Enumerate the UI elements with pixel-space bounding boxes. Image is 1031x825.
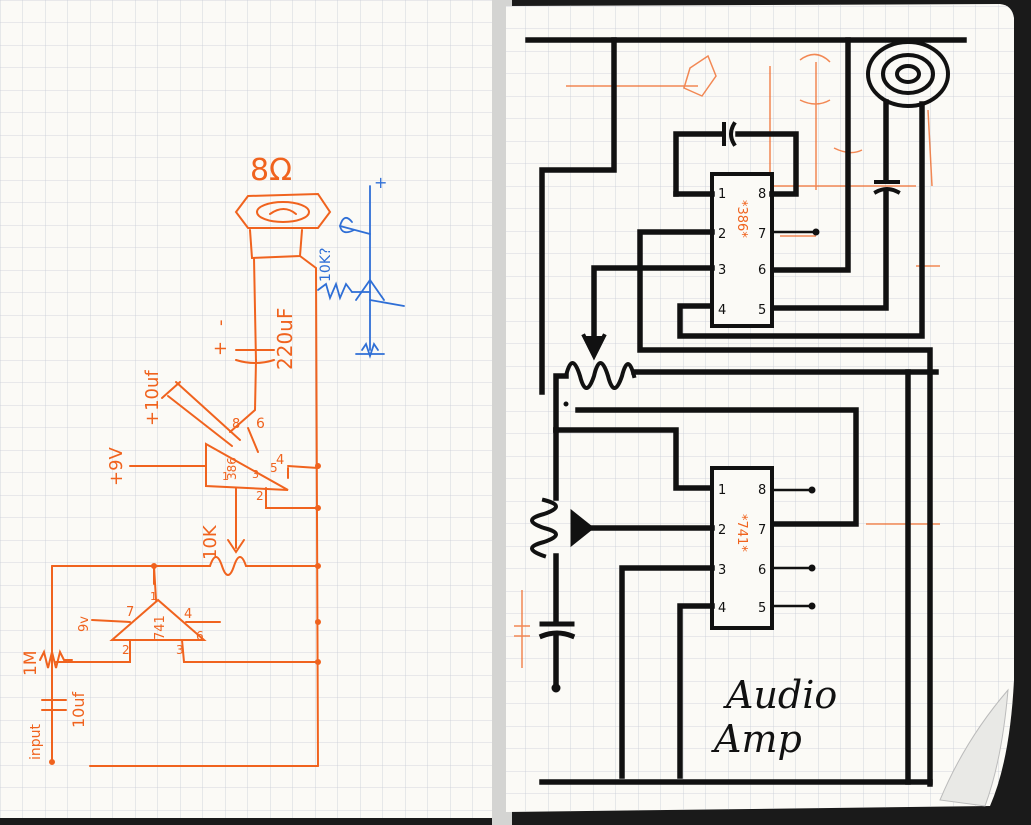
ic-741-pin-1: 1 — [150, 590, 157, 603]
supply-small-label: 9v — [77, 616, 92, 632]
bypass-cap-label: +10uf — [142, 370, 163, 426]
left-page-grid — [0, 0, 502, 818]
ic-386-symbol — [129, 381, 319, 549]
cap-386-plate2 — [729, 121, 737, 147]
ic-386-pin-4: 4 — [276, 453, 284, 468]
trace-386-pin6 — [765, 37, 851, 273]
speaker-symbol — [234, 192, 332, 260]
pot2-wiper — [570, 508, 595, 548]
ic-741-pin-3: 3 — [176, 643, 184, 657]
ic386-pin-l4: 4 — [718, 303, 726, 318]
ic-741-pin-2: 2 — [122, 643, 130, 657]
ic741-pin-l2: 2 — [718, 523, 726, 538]
trace-741-pin7-loop — [575, 407, 859, 527]
trace-741-pin4 — [677, 603, 715, 779]
title-line2: Amp — [711, 717, 802, 761]
trace-741-pin1 — [553, 427, 715, 491]
blue-labels: 10K? + — [318, 173, 387, 282]
blue-label: 10K? — [318, 248, 334, 282]
supply-label: +9V — [106, 446, 127, 486]
left-schematic — [39, 192, 332, 767]
cap-minus: - — [210, 320, 231, 327]
ic-386-pin-5: 5 — [270, 461, 278, 475]
ic-386-pin-2: 2 — [256, 489, 264, 503]
ic741-pin-l3: 3 — [718, 563, 726, 578]
title-line1: Audio — [723, 673, 837, 717]
speaker-rings — [866, 40, 950, 108]
input-cap-plate2 — [538, 630, 576, 640]
pot2-coil — [530, 497, 558, 559]
ic-386-pin-8: 8 — [232, 417, 240, 432]
pot-label: 10K — [200, 524, 221, 560]
wire-speaker-to-cap — [253, 257, 257, 363]
ic-386-label: *386* — [734, 200, 749, 238]
output-capacitor — [229, 349, 275, 433]
ic386-pin-l2: 2 — [718, 227, 726, 242]
ic-386-pin-labels: 1 2 3 4 8 7 6 5 — [718, 187, 766, 318]
ic-741-pin-labels: 1 2 3 4 8 7 6 5 — [718, 483, 766, 616]
trace-386-cap-right — [735, 131, 799, 197]
ic-386-pin-1: 1 — [222, 470, 229, 483]
ic741-pin-r5: 5 — [758, 601, 766, 616]
capacitor-label: 220uF — [273, 308, 297, 370]
speaker-label: 8Ω — [250, 153, 292, 188]
ic741-pin-l1: 1 — [718, 483, 726, 498]
trace-speaker-ground — [677, 101, 925, 339]
ic-386-body — [710, 172, 774, 328]
trace-386-cap-left — [673, 131, 723, 197]
speaker-cap-plate2 — [873, 187, 901, 195]
trace-386-pin2 — [637, 229, 933, 787]
ic741-pin-r6: 6 — [758, 563, 766, 578]
input-terminal — [551, 683, 561, 693]
right-schematic — [525, 37, 967, 787]
ic386-pin-r6: 6 — [758, 263, 766, 278]
resistor-1m — [39, 649, 73, 669]
ic386-pin-r7: 7 — [758, 227, 766, 242]
page-curl — [939, 688, 1009, 807]
input-cap-label: 10uf — [69, 692, 88, 729]
ic741-pin-r7: 7 — [758, 523, 766, 538]
left-page — [0, 0, 502, 818]
ic-386-pin-6: 6 — [256, 416, 265, 432]
ic386-pin-r5: 5 — [758, 303, 766, 318]
pin-dots — [563, 228, 820, 610]
ic-741-pin-4: 4 — [184, 607, 192, 622]
cap-plus: + — [210, 341, 231, 356]
pin-stubs — [770, 230, 816, 608]
blue-plus: + — [374, 173, 387, 192]
ic-741-pin-6: 6 — [196, 629, 204, 643]
ic-386-pin-3: 3 — [252, 468, 259, 481]
left-labels: 8Ω 220uF - + +10uf +9V 386 8 1 6 5 3 4 2… — [21, 153, 297, 760]
ic386-pin-l3: 3 — [718, 263, 726, 278]
ic741-pin-r8: 8 — [758, 483, 766, 498]
ic-741-pin-7: 7 — [126, 605, 134, 620]
ic741-pin-l4: 4 — [718, 601, 726, 616]
ic-386-label: 386 — [225, 457, 239, 480]
ic386-pin-r8: 8 — [758, 187, 766, 202]
blue-sketch — [317, 185, 405, 359]
trace-386-pin3 — [591, 265, 715, 343]
ic-741-body — [710, 466, 774, 630]
trace-741-pin3 — [619, 565, 715, 779]
pot1-wiper — [581, 333, 607, 361]
pot1-coil — [563, 361, 637, 390]
resistor-label: 1M — [21, 651, 41, 676]
input-label: input — [28, 723, 44, 760]
trace-pot1-left — [553, 373, 569, 433]
ic386-pin-l1: 1 — [718, 187, 726, 202]
ic-741-label: *741* — [734, 514, 749, 552]
ic-741-label: 741 — [153, 615, 168, 640]
wire-speaker-ground — [299, 255, 319, 767]
title-block: Audio Amp — [711, 673, 837, 761]
trace-386-pin5 — [765, 189, 889, 311]
volume-pot — [153, 539, 319, 576]
trace-left-rail — [539, 37, 617, 395]
input-capacitor — [41, 699, 67, 711]
